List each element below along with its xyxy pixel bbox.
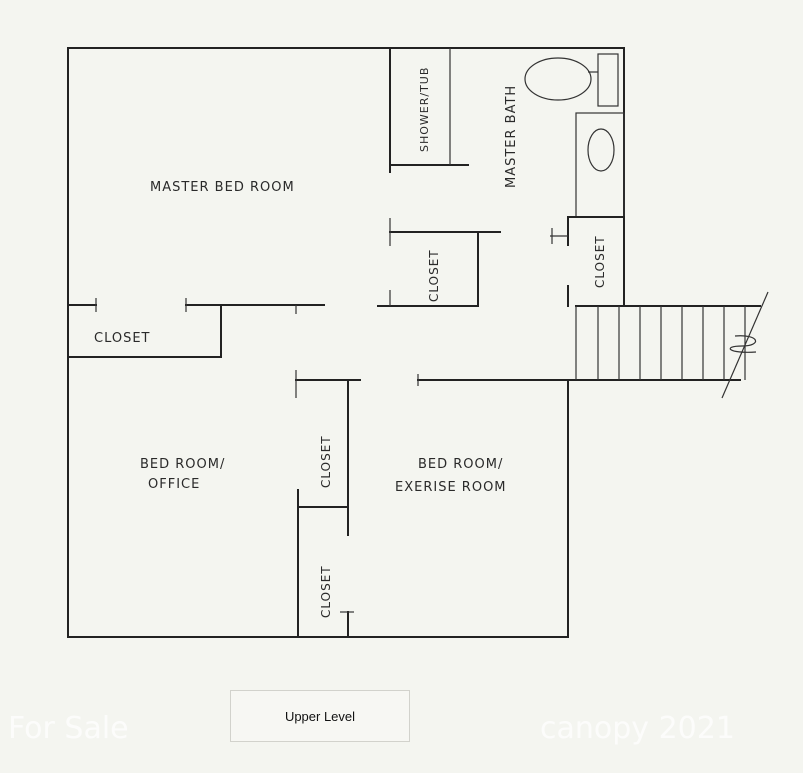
left-closet-walls — [67, 304, 222, 358]
vanity-sink — [575, 112, 625, 218]
shower-tub-enclosure — [389, 47, 469, 173]
master-closet-label: CLOSET — [427, 249, 441, 302]
middle-closet-lower-label: CLOSET — [319, 565, 333, 618]
outer-walls — [67, 47, 625, 638]
shower-tub-label: SHOWER/TUB — [418, 67, 431, 152]
bath-closet-walls — [550, 216, 625, 307]
watermark-canopy: canopy 2021 — [540, 711, 735, 746]
level-label: Upper Level — [284, 708, 356, 724]
staircase — [567, 291, 769, 399]
master-bath-label: MASTER BATH — [504, 85, 519, 188]
master-bedroom-label: MASTER BED ROOM — [150, 180, 295, 195]
master-bedroom-south-wall — [67, 298, 325, 314]
bedroom-exercise-label-line1: BED ROOM/ — [418, 457, 503, 472]
middle-closet-upper-label: CLOSET — [319, 435, 333, 488]
middle-closet-walls — [295, 370, 569, 638]
watermark-for-sale: For Sale — [8, 711, 129, 746]
master-closet-walls — [377, 218, 501, 307]
left-closet-label: CLOSET — [94, 331, 151, 346]
bath-closet-label: CLOSET — [593, 235, 607, 288]
toilet-fixture — [524, 53, 619, 107]
level-legend: Upper Level — [230, 690, 410, 742]
bedroom-office-label-line2: OFFICE — [148, 477, 200, 492]
bedroom-office-label-line1: BED ROOM/ — [140, 457, 225, 472]
bedroom-exercise-label-line2: EXERISE ROOM — [395, 480, 507, 495]
